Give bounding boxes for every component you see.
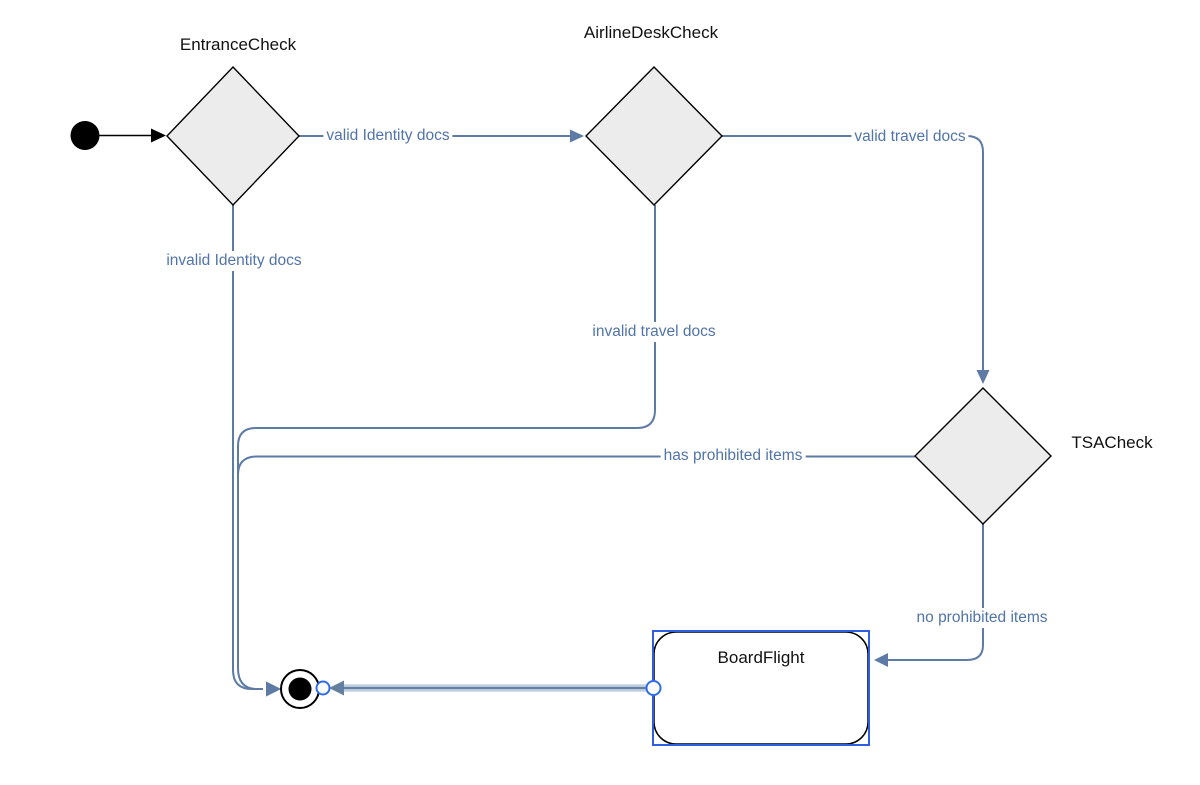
edge-label-no-prohibited-items[interactable]: no prohibited items xyxy=(913,608,1051,628)
edge-label-valid-identity-docs[interactable]: valid Identity docs xyxy=(323,126,453,146)
node-entrancecheck-diamond[interactable] xyxy=(166,65,300,207)
node-label-tsacheck[interactable]: TSACheck xyxy=(1071,433,1153,452)
arrowhead-airline-tsa xyxy=(976,370,990,384)
edge-airline-final[interactable] xyxy=(237,205,656,690)
edge-handle-boardflight[interactable] xyxy=(645,680,662,696)
final-state-inner-dot xyxy=(288,677,312,701)
edge-tsa-final[interactable] xyxy=(237,455,915,601)
node-label-boardflight[interactable]: BoardFlight xyxy=(717,648,805,667)
edge-label-has-prohibited-items[interactable]: has prohibited items xyxy=(660,446,806,466)
arrowhead-tsa-board xyxy=(874,653,888,667)
arrowhead-board-final xyxy=(329,680,344,696)
arrowhead-start-entrance xyxy=(151,128,166,143)
edge-label-valid-travel-docs[interactable]: valid travel docs xyxy=(851,127,969,147)
edge-label-invalid-travel-docs[interactable]: invalid travel docs xyxy=(589,322,719,342)
edge-label-invalid-identity-docs[interactable]: invalid Identity docs xyxy=(163,251,305,271)
edge-tsa-board[interactable] xyxy=(888,524,984,661)
node-airlinedeskcheck-diamond[interactable] xyxy=(585,66,723,206)
edge-handle-final-state[interactable] xyxy=(315,680,331,696)
node-label-airlinedeskcheck[interactable]: AirlineDeskCheck xyxy=(583,23,719,42)
node-label-entrancecheck[interactable]: EntranceCheck xyxy=(179,35,297,54)
arrowhead-entrance-airline xyxy=(570,129,584,143)
edge-airline-tsa[interactable] xyxy=(722,135,984,371)
arrowhead-airline-final xyxy=(266,681,281,697)
initial-state-node[interactable] xyxy=(70,121,100,150)
node-tsacheck-diamond[interactable] xyxy=(914,387,1052,525)
